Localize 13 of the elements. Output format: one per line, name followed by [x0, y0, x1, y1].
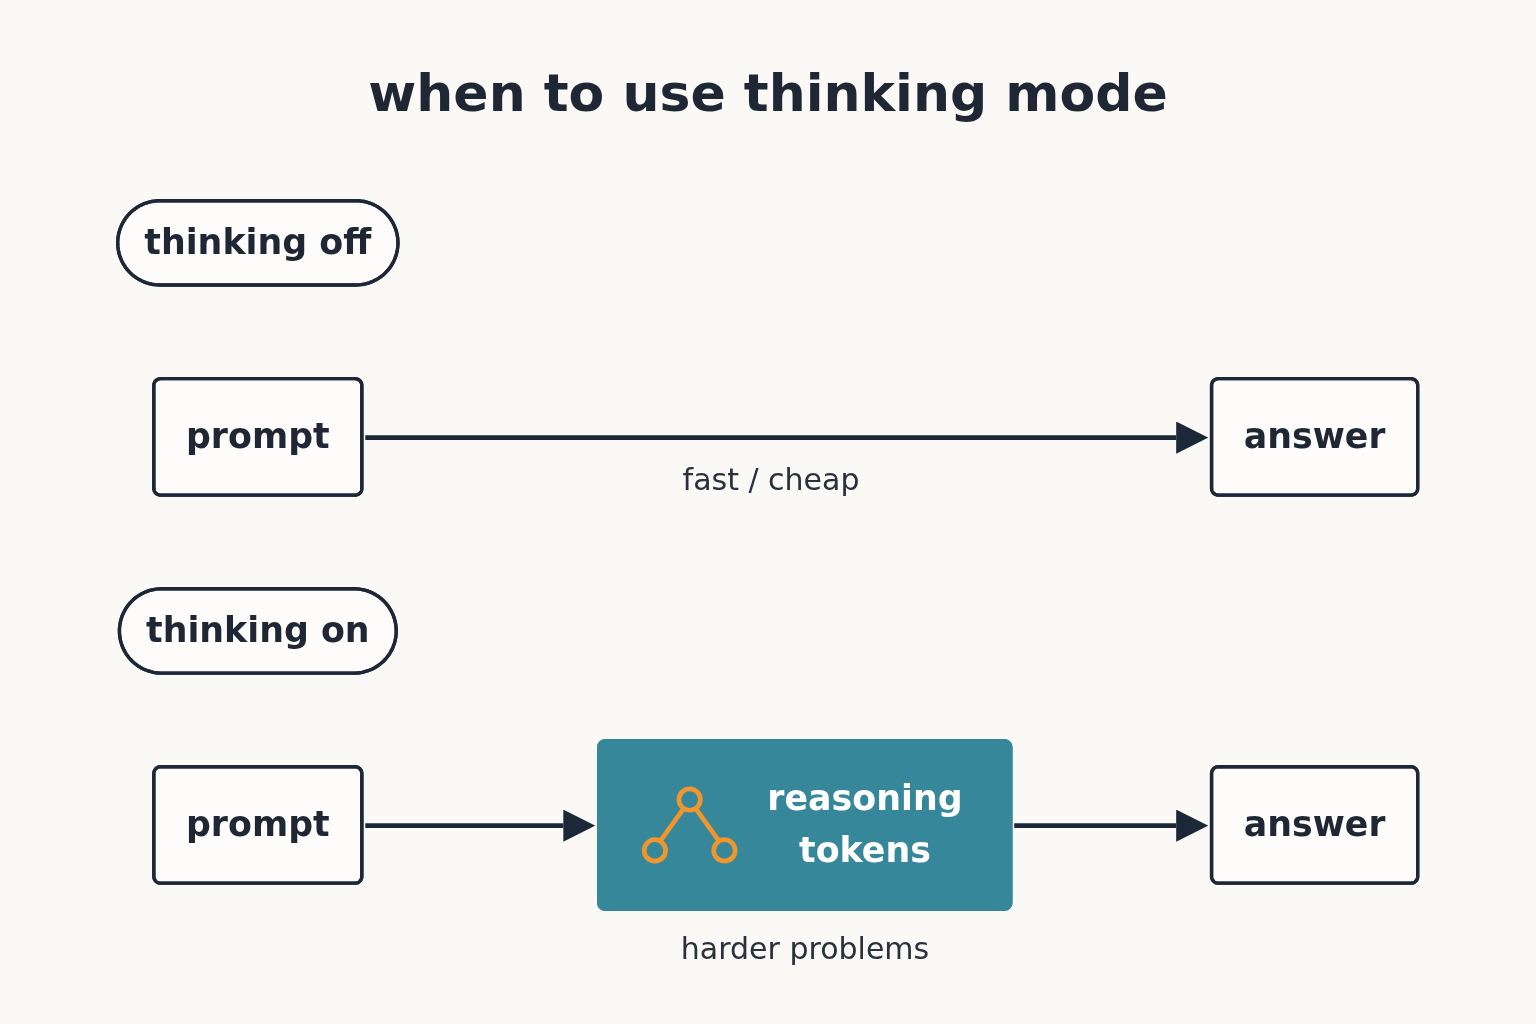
node-text: thinking on: [146, 609, 370, 653]
node-text: reasoning tokens: [766, 777, 964, 873]
diagram-title: when to use thinking mode: [368, 62, 1168, 125]
arrow: [365, 421, 1209, 454]
node-text: prompt: [186, 415, 330, 459]
arrow: [365, 809, 596, 842]
node-text: answer: [1244, 415, 1386, 459]
node-caption: harder problems: [680, 931, 930, 968]
note-text: fast / cheap: [682, 461, 860, 498]
node-text: thinking off: [144, 221, 372, 265]
node-text: prompt: [186, 803, 330, 847]
node-text: answer: [1244, 803, 1386, 847]
arrow: [1014, 809, 1209, 842]
